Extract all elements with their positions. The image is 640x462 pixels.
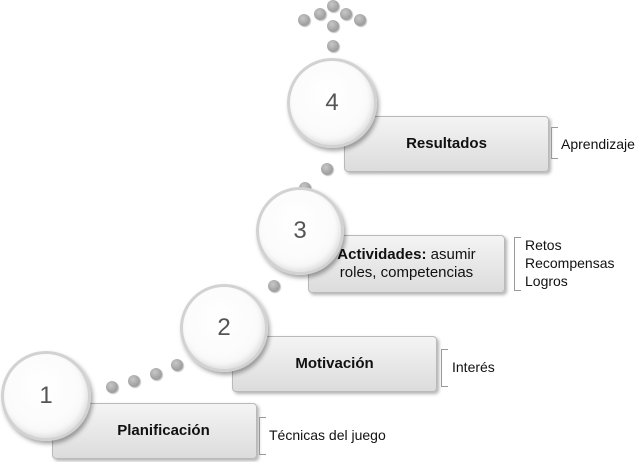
dot	[340, 8, 352, 20]
step-3-note: Retos	[525, 237, 562, 253]
step-4-box: Resultados	[344, 116, 549, 172]
dot	[106, 381, 118, 393]
step-2-box: Motivación	[232, 336, 437, 392]
step-3-title-rest: asumir	[426, 246, 476, 263]
dot	[171, 359, 183, 371]
step-3-note: Recompensas	[525, 255, 615, 271]
dot	[268, 280, 280, 292]
step-1-number: 1	[39, 382, 53, 409]
step-3-notes: Retos Recompensas Logros	[525, 236, 615, 290]
step-4-number: 4	[325, 89, 339, 116]
step-4-note: Aprendizaje	[561, 136, 635, 152]
step-3-bracket	[514, 237, 521, 291]
step-4-bracket	[551, 127, 558, 159]
step-1-note: Técnicas del juego	[269, 427, 386, 443]
dot	[327, 20, 339, 32]
dot	[327, 0, 339, 12]
step-3-box: Actividades: asumir roles, competencias	[308, 235, 505, 293]
step-2-note: Interés	[452, 359, 495, 375]
dot	[314, 8, 326, 20]
dot	[354, 14, 366, 26]
step-1-title: Planificación	[117, 422, 210, 439]
step-1-bracket	[259, 417, 266, 455]
step-4-circle: 4	[287, 58, 377, 148]
dot	[327, 40, 339, 52]
dot	[128, 375, 140, 387]
step-3-note: Logros	[525, 273, 568, 289]
dot	[150, 368, 162, 380]
step-1-circle: 1	[1, 351, 91, 441]
step-3-title: Actividades: asumir roles, competencias	[337, 246, 475, 282]
step-3-number: 3	[293, 217, 307, 244]
step-1-box: Planificación	[52, 403, 257, 459]
step-3-title-bold: Actividades:	[337, 246, 427, 263]
step-2-number: 2	[217, 314, 231, 341]
step-2-title: Motivación	[295, 355, 374, 372]
step-2-circle: 2	[180, 284, 268, 372]
step-3-circle: 3	[256, 187, 344, 275]
dot	[321, 163, 333, 175]
step-3-title-line-2: roles, competencias	[339, 264, 474, 281]
dot	[298, 14, 310, 26]
step-4-title: Resultados	[406, 135, 487, 152]
step-2-bracket	[441, 349, 448, 387]
